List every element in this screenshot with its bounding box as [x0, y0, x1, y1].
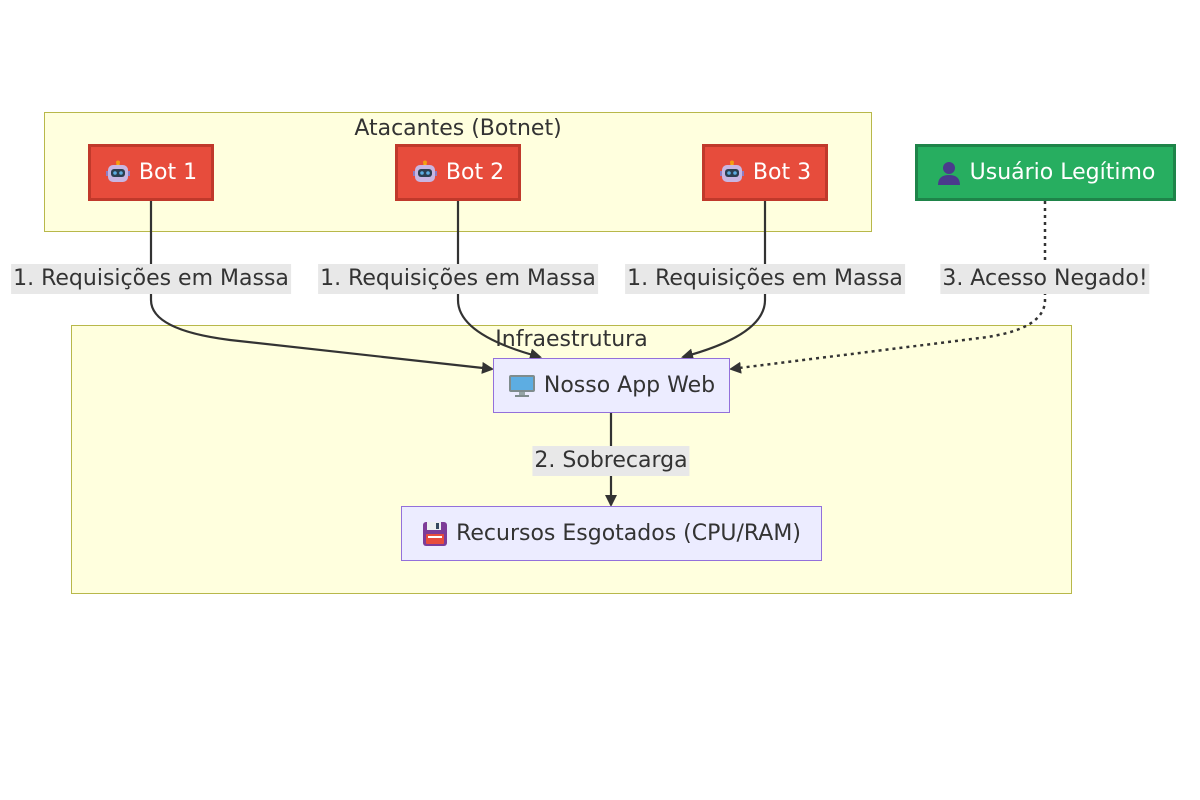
edge-label-bot1: 1. Requisições em Massa — [11, 264, 291, 294]
node-exhausted-resources-label: Recursos Esgotados (CPU/RAM) — [456, 521, 801, 546]
user-icon — [936, 160, 962, 186]
robot-icon — [719, 160, 745, 186]
node-web-app[interactable]: Nosso App Web — [493, 358, 730, 413]
edge-user-app — [729, 201, 1047, 374]
node-bot-3-label: Bot 3 — [752, 160, 812, 185]
edge-bot3-app — [681, 201, 767, 361]
node-exhausted-resources[interactable]: Recursos Esgotados (CPU/RAM) — [401, 506, 822, 561]
monitor-icon — [508, 373, 536, 399]
edge-bot1-app — [149, 201, 494, 374]
edge-label-bot2: 1. Requisições em Massa — [318, 264, 598, 294]
cluster-attackers-title: Atacantes (Botnet) — [354, 116, 562, 141]
cluster-infra-title: Infraestrutura — [495, 327, 648, 352]
node-legitimate-user[interactable]: Usuário Legítimo — [915, 144, 1176, 201]
node-legitimate-user-label: Usuário Legítimo — [969, 160, 1156, 185]
edge-label-app-resources: 2. Sobrecarga — [532, 446, 690, 476]
node-web-app-label: Nosso App Web — [543, 373, 716, 398]
edge-bot2-app — [456, 201, 542, 361]
node-bot-2[interactable]: Bot 2 — [395, 144, 521, 201]
node-bot-2-label: Bot 2 — [445, 160, 505, 185]
floppy-disk-icon — [422, 521, 448, 547]
edge-label-bot3: 1. Requisições em Massa — [625, 264, 905, 294]
robot-icon — [105, 160, 131, 186]
robot-icon — [412, 160, 438, 186]
node-bot-3[interactable]: Bot 3 — [702, 144, 828, 201]
node-bot-1-label: Bot 1 — [138, 160, 198, 185]
node-bot-1[interactable]: Bot 1 — [88, 144, 214, 201]
edge-label-user: 3. Acesso Negado! — [940, 264, 1150, 294]
